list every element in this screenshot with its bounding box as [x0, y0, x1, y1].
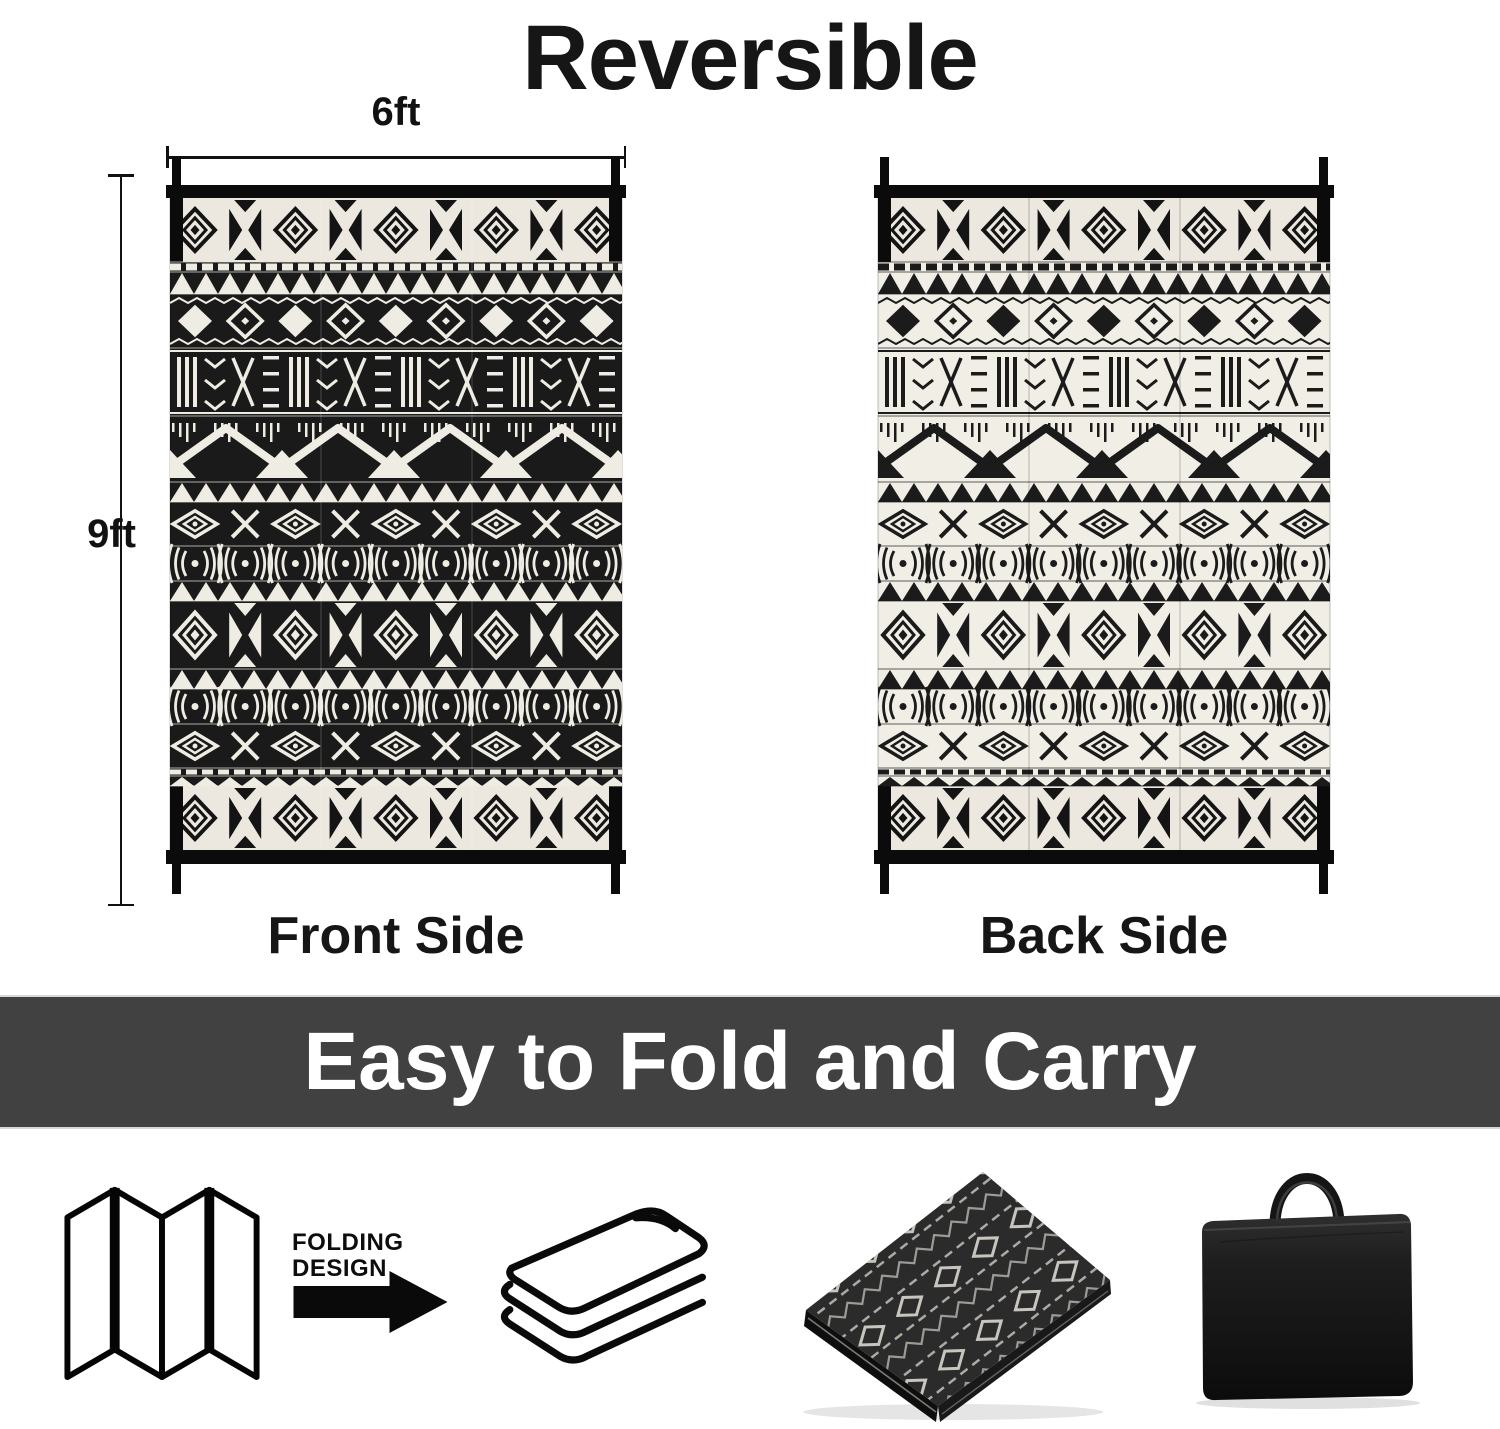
folded-rug-photo [778, 1160, 1128, 1424]
width-dimension-line [166, 146, 626, 168]
bag-body [1202, 1213, 1413, 1401]
dimension-line [166, 156, 626, 159]
height-dimension-label: 9ft [87, 512, 136, 556]
dimension-tick [108, 903, 134, 906]
back-side-label: Back Side [979, 907, 1229, 965]
folding-design-caption: FOLDING DESIGN [292, 1230, 452, 1282]
bag-handle [1269, 1173, 1345, 1228]
rug-back-pattern [874, 157, 1334, 894]
arrow-right-icon [293, 1271, 449, 1333]
front-side-label: Front Side [267, 907, 525, 965]
rug-back-side [874, 157, 1334, 897]
height-dimension-line [108, 174, 134, 906]
folding-caption-line1: FOLDING [292, 1229, 404, 1256]
page-title: Reversible [522, 7, 978, 109]
feature-banner: Easy to Fold and Carry [0, 995, 1500, 1129]
folding-caption-line2: DESIGN [292, 1255, 388, 1282]
dimension-tick [623, 146, 626, 168]
rug-front-side [166, 157, 626, 897]
banner-text: Easy to Fold and Carry [303, 1016, 1197, 1107]
width-dimension-label: 6ft [371, 90, 421, 134]
folded-blanket-icon [472, 1198, 724, 1378]
rug-front-pattern [166, 157, 626, 894]
dimension-line [119, 174, 122, 906]
carry-bag-photo [1180, 1152, 1430, 1410]
accordion-fold-icon [58, 1180, 268, 1382]
